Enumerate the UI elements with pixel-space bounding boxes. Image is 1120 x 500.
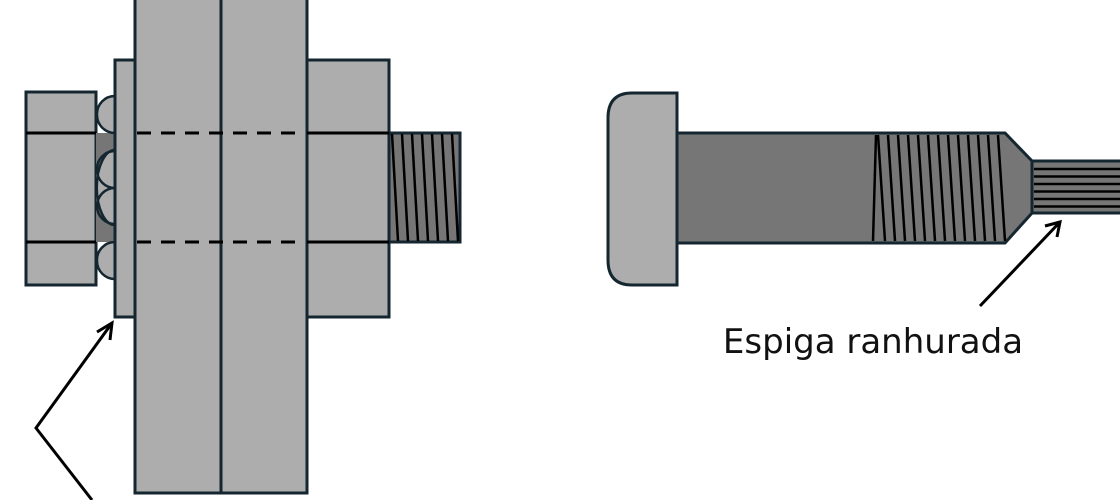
hidden-lines: [26, 131, 389, 244]
thread-line: [440, 133, 450, 242]
thread-lines-right: [871, 134, 1007, 242]
grooved-bolt: [606, 91, 1120, 287]
thread-line: [906, 134, 917, 242]
thread-line: [926, 134, 937, 242]
thread-line: [871, 134, 878, 242]
thread-line: [956, 134, 967, 242]
thread-line: [400, 133, 410, 242]
thread-line: [916, 134, 927, 242]
spigot-grooves: [1034, 167, 1120, 208]
thread-line: [946, 134, 957, 242]
thread-line: [976, 134, 987, 242]
thread-line: [390, 133, 400, 242]
thread-line: [430, 133, 440, 242]
thread-line: [420, 133, 430, 242]
thread-line: [450, 133, 460, 242]
thread-line: [886, 134, 897, 242]
plate-left: [133, 0, 223, 495]
grooved-bolt-head: [606, 91, 679, 287]
plate-right: [219, 0, 309, 495]
thread-line: [896, 134, 907, 242]
nut: [305, 58, 391, 319]
washer-pointer-arrow: [34, 320, 114, 500]
bolt-head: [24, 90, 98, 287]
spigot-pointer-arrow: [978, 219, 1062, 308]
thread-line: [410, 133, 420, 242]
thread-line: [996, 134, 1007, 242]
thread-line: [986, 134, 997, 242]
grooved-spigot-label: Espiga ranhurada: [722, 322, 1024, 362]
thread-lines-left: [390, 133, 460, 242]
flat-washer: [113, 58, 137, 319]
thread-line: [936, 134, 947, 242]
thread-line: [966, 134, 977, 242]
thread-line: [876, 134, 887, 242]
bolted-joint: [24, 0, 462, 495]
